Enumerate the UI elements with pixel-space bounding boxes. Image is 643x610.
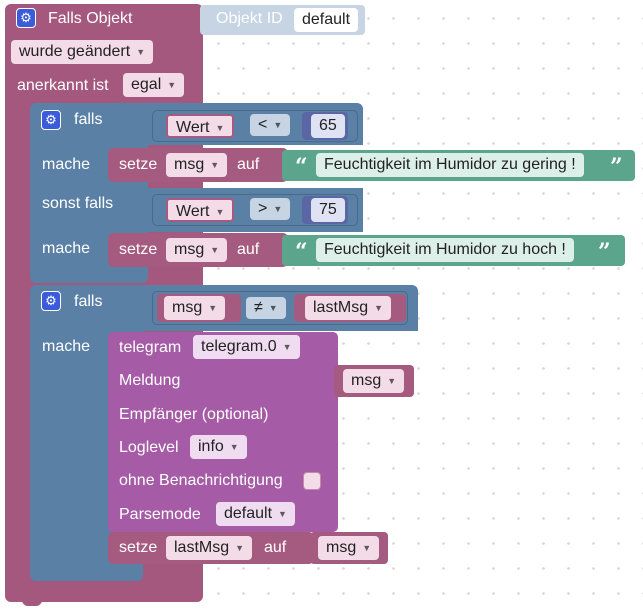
trigger-gear-icon[interactable]: ⚙ [16, 8, 36, 28]
set3-setze-label: setze [119, 539, 158, 556]
cond1-left-dropdown[interactable]: Wert ▼ [166, 114, 235, 138]
if1-gear-icon[interactable]: ⚙ [41, 110, 61, 130]
parsemode-label: Parsemode [119, 506, 201, 523]
chevron-down-icon: ▼ [136, 47, 146, 57]
quote-close-icon: ” [610, 154, 623, 180]
ack-dropdown[interactable]: egal ▼ [123, 73, 185, 97]
if2-gear-icon[interactable]: ⚙ [41, 291, 61, 311]
chevron-down-icon: ▼ [210, 160, 220, 170]
chevron-down-icon: ▼ [235, 543, 245, 553]
ack-label: anerkannt ist [17, 77, 109, 94]
meldung-label: Meldung [119, 372, 181, 389]
ohne-benachrichtigung-checkbox[interactable] [303, 472, 321, 490]
objekt-id-label: Objekt ID [216, 10, 283, 27]
cond1-right-field[interactable]: 65 [311, 114, 345, 138]
set2-var-dropdown[interactable]: msg ▼ [166, 238, 228, 262]
set3-auf-label: auf [264, 539, 287, 556]
cond2-left-value: Wert [176, 203, 210, 221]
ohne-benachrichtigung-label: ohne Benachrichtigung [119, 472, 283, 489]
chevron-down-icon: ▼ [374, 303, 384, 313]
set3-value-dropdown[interactable]: msg ▼ [318, 536, 380, 560]
text1-field[interactable]: Feuchtigkeit im Humidor zu gering ! [316, 153, 584, 177]
meldung-dropdown[interactable]: msg ▼ [343, 369, 405, 393]
cond1-left-value: Wert [176, 119, 210, 137]
text2-field[interactable]: Feuchtigkeit im Humidor zu hoch ! [316, 238, 574, 262]
telegram-block[interactable] [108, 332, 338, 532]
chevron-down-icon: ▼ [229, 442, 239, 452]
chevron-down-icon: ▼ [167, 80, 177, 90]
chevron-down-icon: ▼ [273, 120, 283, 130]
cond3-op-dropdown[interactable]: ≠▼ [246, 297, 286, 319]
set1-setze-label: setze [119, 156, 158, 173]
cond3-op-value: ≠ [254, 299, 263, 317]
parsemode-value: default [224, 505, 273, 523]
chevron-down-icon: ▼ [273, 204, 283, 214]
parsemode-dropdown[interactable]: default ▼ [216, 502, 295, 526]
set2-auf-label: auf [237, 241, 260, 258]
quote-open-icon: “ [295, 239, 308, 265]
chevron-down-icon: ▼ [208, 303, 218, 313]
if1-mache-label-1: mache [42, 156, 91, 173]
telegram-instance-value: telegram.0 [201, 338, 277, 356]
quote-close-icon: ” [598, 239, 611, 265]
if1-falls-label: falls [74, 111, 103, 128]
loglevel-label: Loglevel [119, 439, 179, 456]
cond1-op-dropdown[interactable]: <▼ [250, 114, 291, 136]
cond1-op-value: < [258, 116, 268, 134]
set1-auf-label: auf [237, 156, 260, 173]
chevron-down-icon: ▼ [362, 543, 372, 553]
chevron-down-icon: ▼ [215, 123, 225, 133]
set2-setze-label: setze [119, 241, 158, 258]
objekt-id-field[interactable]: default [294, 8, 359, 32]
ack-value: egal [131, 76, 162, 94]
if1-mache-label-2: mache [42, 240, 91, 257]
changed-dropdown[interactable]: wurde geändert ▼ [11, 40, 154, 64]
meldung-value: msg [351, 372, 382, 390]
set2-var-value: msg [174, 241, 205, 259]
loglevel-dropdown[interactable]: info ▼ [190, 435, 247, 459]
set1-var-dropdown[interactable]: msg ▼ [166, 153, 228, 177]
telegram-instance-dropdown[interactable]: telegram.0 ▼ [193, 335, 300, 359]
cond3-left-value: msg [172, 299, 203, 317]
chevron-down-icon: ▼ [278, 509, 287, 519]
set3-var-dropdown[interactable]: lastMsg ▼ [166, 536, 253, 560]
trigger-title: Falls Objekt [48, 10, 133, 27]
set3-value: msg [326, 539, 357, 557]
chevron-down-icon: ▼ [282, 342, 292, 352]
if2-mache-label: mache [42, 338, 91, 355]
if1-sonst-falls-label: sonst falls [42, 195, 114, 212]
empfaenger-label: Empfänger (optional) [119, 406, 269, 423]
chevron-down-icon: ▼ [268, 303, 278, 313]
trigger-block-tail [22, 598, 42, 606]
quote-open-icon: “ [295, 154, 308, 180]
chevron-down-icon: ▼ [387, 376, 397, 386]
set3-var-value: lastMsg [174, 539, 230, 557]
cond2-op-value: > [258, 200, 268, 218]
cond2-op-dropdown[interactable]: >▼ [250, 198, 291, 220]
cond2-left-dropdown[interactable]: Wert ▼ [166, 198, 235, 222]
loglevel-value: info [198, 438, 224, 456]
cond3-left-dropdown[interactable]: msg ▼ [164, 296, 226, 320]
if2-falls-label: falls [74, 293, 103, 310]
cond2-right-field[interactable]: 75 [311, 198, 345, 222]
cond3-right-value: lastMsg [313, 299, 369, 317]
set1-var-value: msg [174, 156, 205, 174]
telegram-label: telegram [119, 339, 182, 356]
chevron-down-icon: ▼ [215, 207, 225, 217]
chevron-down-icon: ▼ [210, 245, 220, 255]
changed-value: wurde geändert [19, 43, 131, 61]
cond3-right-dropdown[interactable]: lastMsg ▼ [305, 296, 392, 320]
